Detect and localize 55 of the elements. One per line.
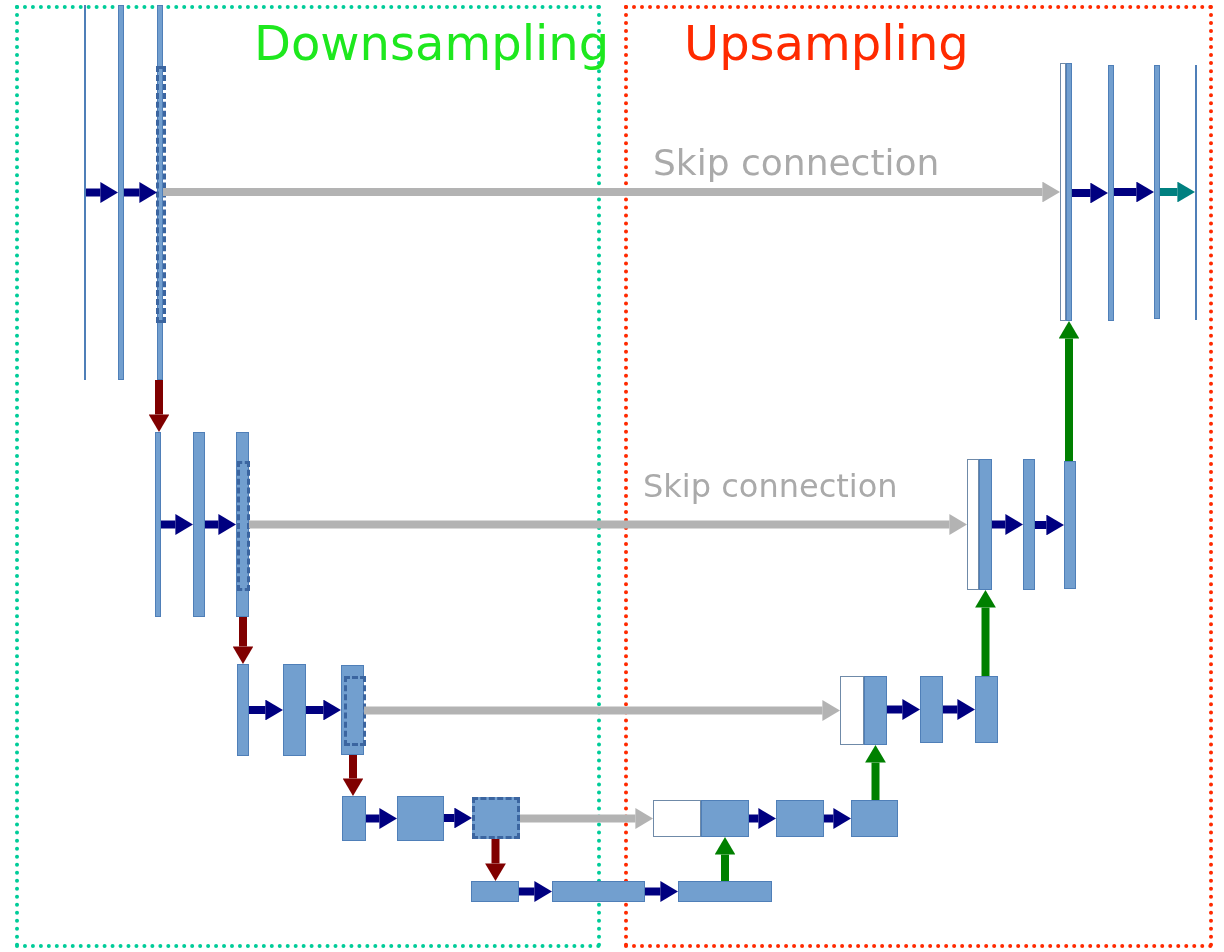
copied-feature-bar bbox=[967, 459, 979, 590]
arrow bbox=[1035, 514, 1064, 536]
feature-map-bar bbox=[979, 459, 992, 590]
feature-map-bar bbox=[776, 800, 824, 837]
arrow bbox=[444, 807, 472, 829]
arrow bbox=[306, 699, 341, 721]
arrow bbox=[249, 699, 283, 721]
feature-map-bar bbox=[920, 676, 943, 743]
arrow bbox=[232, 617, 254, 664]
arrow bbox=[519, 881, 552, 902]
arrow bbox=[714, 837, 736, 881]
arrow bbox=[824, 808, 851, 829]
feature-map-bar bbox=[397, 796, 444, 841]
feature-map-bar bbox=[864, 676, 887, 745]
arrow bbox=[364, 700, 840, 721]
feature-map-bar bbox=[472, 797, 520, 839]
arrow bbox=[249, 514, 967, 535]
feature-map-bar bbox=[236, 432, 249, 617]
copied-feature-bar bbox=[653, 800, 701, 837]
feature-map-bar bbox=[552, 881, 645, 902]
feature-map-bar bbox=[471, 881, 519, 902]
feature-map-bar bbox=[1064, 461, 1076, 589]
feature-map-bar bbox=[678, 881, 772, 902]
arrow bbox=[865, 745, 886, 800]
feature-map-bar bbox=[1023, 459, 1035, 590]
arrow bbox=[342, 755, 364, 796]
edge-label: Skip connection bbox=[643, 470, 898, 502]
arrow bbox=[992, 514, 1023, 535]
feature-map-bar bbox=[237, 664, 249, 756]
feature-map-bar bbox=[1108, 65, 1114, 321]
feature-map-bar bbox=[155, 432, 161, 617]
feature-map-bar bbox=[342, 796, 366, 841]
feature-map-bar bbox=[118, 5, 124, 380]
arrow bbox=[1058, 321, 1080, 461]
feature-map-bar bbox=[341, 665, 364, 755]
arrow bbox=[205, 514, 236, 535]
feature-map-bar bbox=[975, 676, 998, 743]
arrow bbox=[943, 699, 975, 720]
feature-map-bar bbox=[701, 800, 749, 837]
copied-feature-bar bbox=[1060, 63, 1066, 321]
arrow bbox=[520, 808, 653, 829]
feature-map-bar bbox=[193, 432, 205, 617]
feature-map-bar bbox=[283, 664, 306, 756]
arrow bbox=[749, 808, 776, 829]
arrow bbox=[366, 808, 397, 829]
feature-map-bar bbox=[157, 5, 163, 380]
arrow bbox=[485, 839, 506, 881]
feature-map-bar bbox=[1154, 65, 1160, 319]
arrow bbox=[645, 881, 678, 902]
edge-label: Skip connection bbox=[653, 145, 940, 181]
arrow bbox=[887, 699, 920, 720]
arrow bbox=[975, 590, 996, 676]
feature-map-bar bbox=[1066, 63, 1072, 321]
feature-map-bar bbox=[851, 800, 898, 837]
copied-feature-bar bbox=[840, 676, 864, 745]
